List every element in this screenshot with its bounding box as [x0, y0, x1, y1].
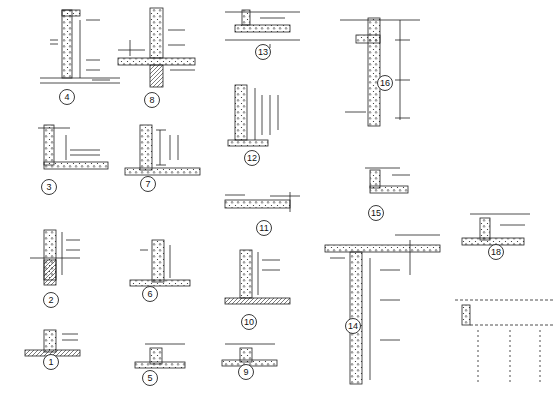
- callout-circle: [242, 315, 257, 330]
- callout-circle: [141, 177, 156, 192]
- callout-number: 11: [259, 223, 268, 233]
- callout-number: 1: [48, 357, 53, 367]
- callout-number: 7: [145, 179, 150, 189]
- callout-circle: [60, 90, 75, 105]
- callout-circle: [239, 365, 254, 380]
- callout-circle: [44, 355, 59, 370]
- callout-number: 4: [64, 92, 69, 102]
- callout-number: 10: [244, 317, 254, 327]
- callout-circle: [143, 371, 158, 386]
- callout-number: 13: [258, 47, 268, 57]
- callout-circle: [489, 245, 504, 260]
- callout-number: 12: [247, 153, 257, 163]
- callout-circle: [346, 319, 361, 334]
- callout-number: 2: [48, 295, 53, 305]
- callout-number: 9: [243, 367, 248, 377]
- callout-number: 14: [348, 321, 358, 331]
- callout-circle: [44, 293, 59, 308]
- callout-number: 15: [371, 208, 381, 218]
- callout-circle: [245, 151, 260, 166]
- callout-number: 18: [491, 247, 501, 257]
- callout-number: 16: [380, 78, 390, 88]
- callout-circle: [257, 221, 272, 236]
- callout-circle: [143, 287, 158, 302]
- callout-circle: [145, 93, 160, 108]
- callout-circle: [42, 180, 57, 195]
- callout-circle: [378, 76, 393, 91]
- callout-circle: [256, 45, 271, 60]
- callout-number: 8: [149, 95, 154, 105]
- callout-number: 3: [46, 182, 51, 192]
- callout-number: 5: [147, 373, 152, 383]
- callout-circle: [369, 206, 384, 221]
- callout-number: 6: [147, 289, 152, 299]
